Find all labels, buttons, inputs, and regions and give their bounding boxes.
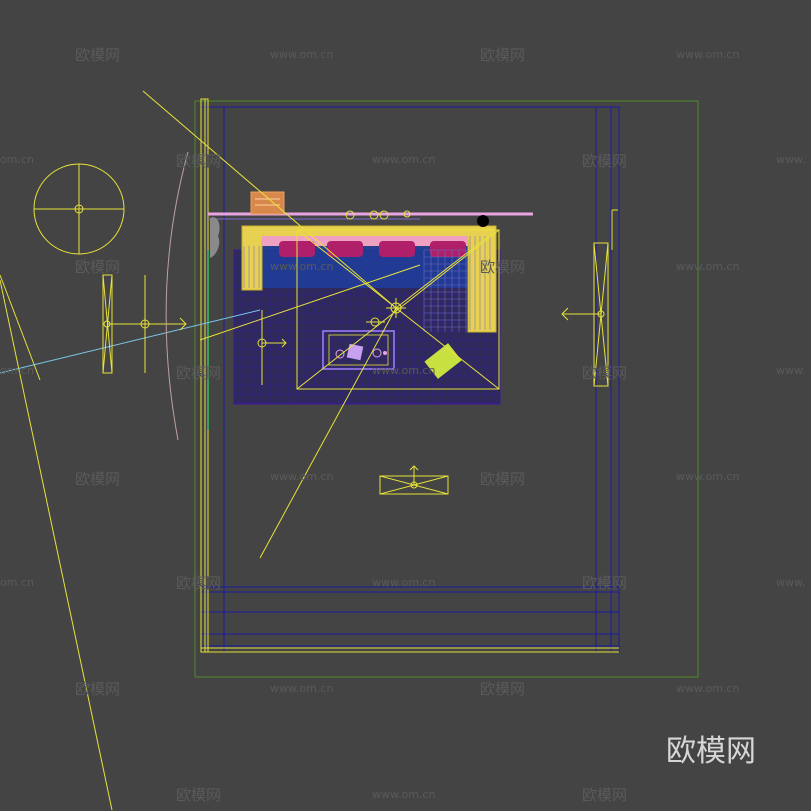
sofa-cushion[interactable] <box>379 241 415 257</box>
area-light-icon[interactable] <box>379 465 449 495</box>
watermark-url: www. <box>776 364 806 377</box>
light-icon[interactable] <box>33 163 125 255</box>
watermark-url: om.cn <box>0 576 34 589</box>
watermark-brand: 欧模网 <box>582 574 628 592</box>
watermark-url: www.om.cn <box>372 788 436 801</box>
watermark-url: www.om.cn <box>270 682 334 695</box>
sofa-cushion[interactable] <box>327 241 363 257</box>
watermark-url: www.om.cn <box>676 48 740 61</box>
watermark-url: om.cn <box>0 153 34 166</box>
watermark-url: www.om.cn <box>270 48 334 61</box>
coffee-table[interactable] <box>322 330 395 370</box>
watermark-url: www.om.cn <box>676 682 740 695</box>
watermark-url: www.om.cn <box>270 260 334 273</box>
camera-arc <box>165 151 189 441</box>
watermark-brand: 欧模网 <box>480 258 526 276</box>
watermark-brand: 欧模网 <box>75 470 121 488</box>
camera-sightline <box>0 309 261 374</box>
watermark-brand: 欧模网 <box>582 152 628 170</box>
watermark-brand: 欧模网 <box>582 786 628 804</box>
plant[interactable] <box>210 217 220 258</box>
watermark-url: om.cn <box>0 364 34 377</box>
watermark-brand: 欧模网 <box>582 364 628 382</box>
watermark-url: www.om.cn <box>372 364 436 377</box>
chaise-grid <box>423 249 468 332</box>
watermark-url: www.om.cn <box>676 260 740 273</box>
sofa-cushion[interactable] <box>430 241 466 257</box>
omni-light-icon[interactable] <box>257 310 287 385</box>
watermark-brand: 欧模网 <box>75 258 121 276</box>
watermark-url: www. <box>776 153 806 166</box>
watermark-brand: 欧模网 <box>480 680 526 698</box>
scene-bounds <box>194 100 699 678</box>
watermark-brand: 欧模网 <box>75 680 121 698</box>
camera-right-icon[interactable] <box>561 242 609 387</box>
orange-cabinet[interactable] <box>250 191 285 215</box>
watermark-logo: 欧模网 <box>666 734 756 769</box>
watermark-url: www. <box>776 576 806 589</box>
watermark-brand: 欧模网 <box>176 786 222 804</box>
camera-left-icon[interactable] <box>102 274 187 374</box>
watermark-brand: 欧模网 <box>480 470 526 488</box>
watermark-url: www.om.cn <box>676 470 740 483</box>
watermark-url: www.om.cn <box>372 153 436 166</box>
watermark-url: www.om.cn <box>372 576 436 589</box>
sofa[interactable] <box>241 225 497 333</box>
watermark-url: www.om.cn <box>270 470 334 483</box>
watermark-brand: 欧模网 <box>75 46 121 64</box>
target-light-icon[interactable] <box>366 298 406 327</box>
watermark-brand: 欧模网 <box>176 364 222 382</box>
watermark-brand: 欧模网 <box>176 152 222 170</box>
watermark-brand: 欧模网 <box>176 574 222 592</box>
camera-frustum <box>0 90 500 811</box>
watermark-brand: 欧模网 <box>480 46 526 64</box>
